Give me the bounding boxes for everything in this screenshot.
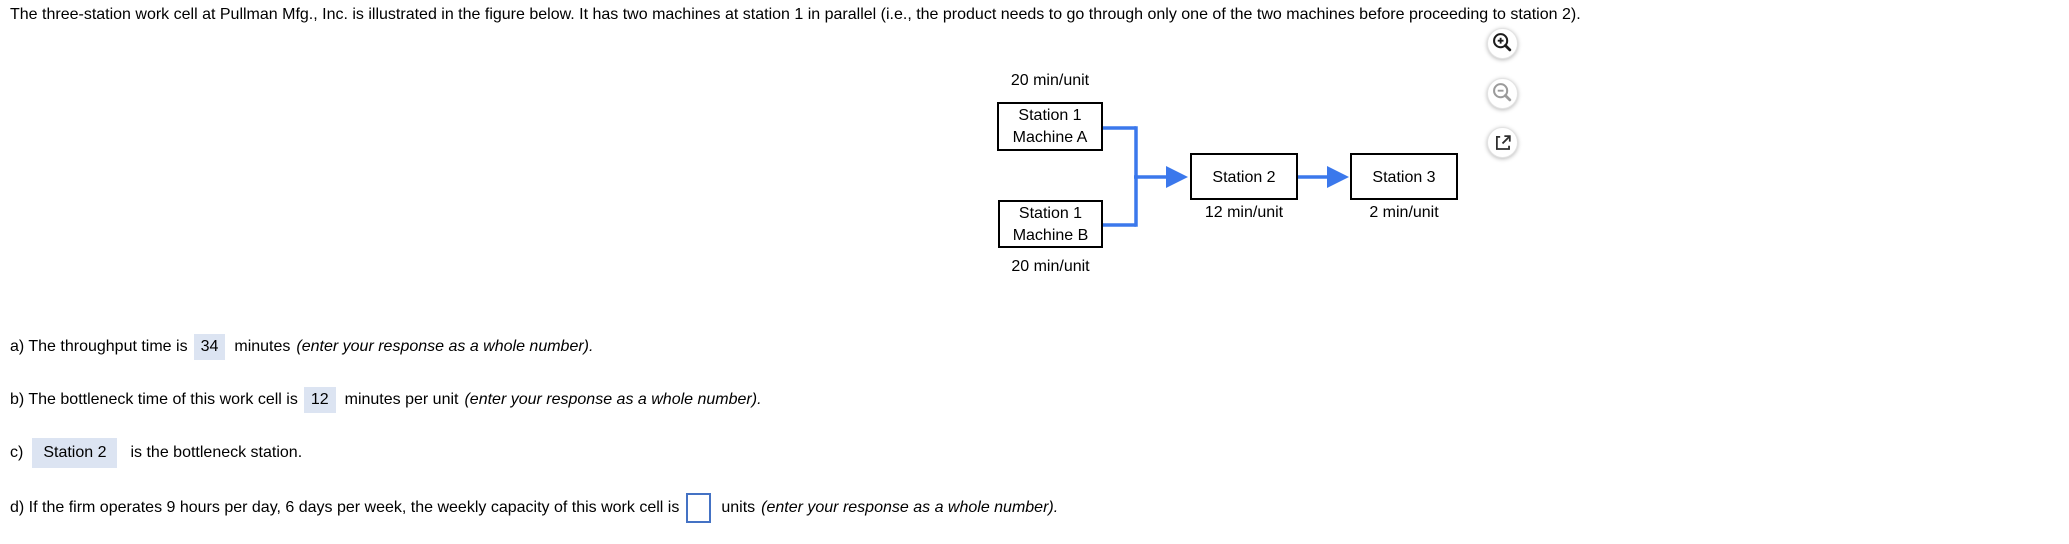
station1-machine-b-box: Station 1 Machine B <box>998 200 1103 248</box>
question-d-note: (enter your response as a whole number). <box>761 499 1059 516</box>
question-b-text: b) The bottleneck time of this work cell… <box>10 391 298 408</box>
question-d: d) If the firm operates 9 hours per day,… <box>10 491 1058 525</box>
question-b-answer-field[interactable]: 12 <box>303 387 336 413</box>
question-c-answer-select[interactable]: Station 2 <box>32 438 118 468</box>
question-b: b) The bottleneck time of this work cell… <box>10 383 762 417</box>
question-a-answer-field[interactable]: 34 <box>193 334 226 360</box>
station2-title: Station 2 <box>1212 169 1276 186</box>
station3-title: Station 3 <box>1372 169 1436 186</box>
zoom-in-icon <box>1493 33 1512 52</box>
question-b-units-text: minutes per unit <box>344 391 459 408</box>
question-c-text: c) <box>10 444 24 461</box>
zoom-in-button[interactable] <box>1487 28 1518 59</box>
question-d-text: d) If the firm operates 9 hours per day,… <box>10 499 680 516</box>
station2-box: Station 2 <box>1190 153 1298 200</box>
question-a-note: (enter your response as a whole number). <box>296 338 594 355</box>
station3-box: Station 3 <box>1350 153 1458 200</box>
question-a-units-text: minutes <box>234 338 291 355</box>
flow-arrows <box>1103 126 1349 227</box>
question-d-units-text: units <box>721 499 756 516</box>
question-d-answer-input[interactable] <box>686 493 712 523</box>
machine-b-rate-label: 20 min/unit <box>1011 258 1090 275</box>
question-c-suffix-text: is the bottleneck station. <box>130 444 303 461</box>
question-b-note: (enter your response as a whole number). <box>464 391 762 408</box>
question-c: c) Station 2 is the bottleneck station. <box>10 436 302 470</box>
station1-machine-a-box: Station 1 Machine A <box>997 102 1103 151</box>
open-in-new-window-button[interactable] <box>1487 127 1518 158</box>
work-cell-diagram: 20 min/unit Station 1 Machine A Station … <box>995 55 1475 290</box>
station1-machine-a-subtitle: Machine A <box>1012 129 1088 146</box>
question-a-text: a) The throughput time is <box>10 338 188 355</box>
station3-rate-label: 2 min/unit <box>1369 204 1439 221</box>
zoom-out-icon <box>1493 83 1512 102</box>
station1-machine-b-subtitle: Machine B <box>1012 227 1089 244</box>
machine-a-rate-label: 20 min/unit <box>1010 72 1090 89</box>
open-in-new-window-icon <box>1495 135 1511 150</box>
station2-rate-label: 12 min/unit <box>1204 204 1284 221</box>
station1-machine-b-title: Station 1 <box>1018 205 1083 222</box>
station1-machine-a-title: Station 1 <box>1018 107 1082 124</box>
problem-statement: The three-station work cell at Pullman M… <box>10 6 1581 23</box>
question-a: a) The throughput time is 34 minutes (en… <box>10 330 593 364</box>
zoom-out-button[interactable] <box>1487 78 1518 109</box>
